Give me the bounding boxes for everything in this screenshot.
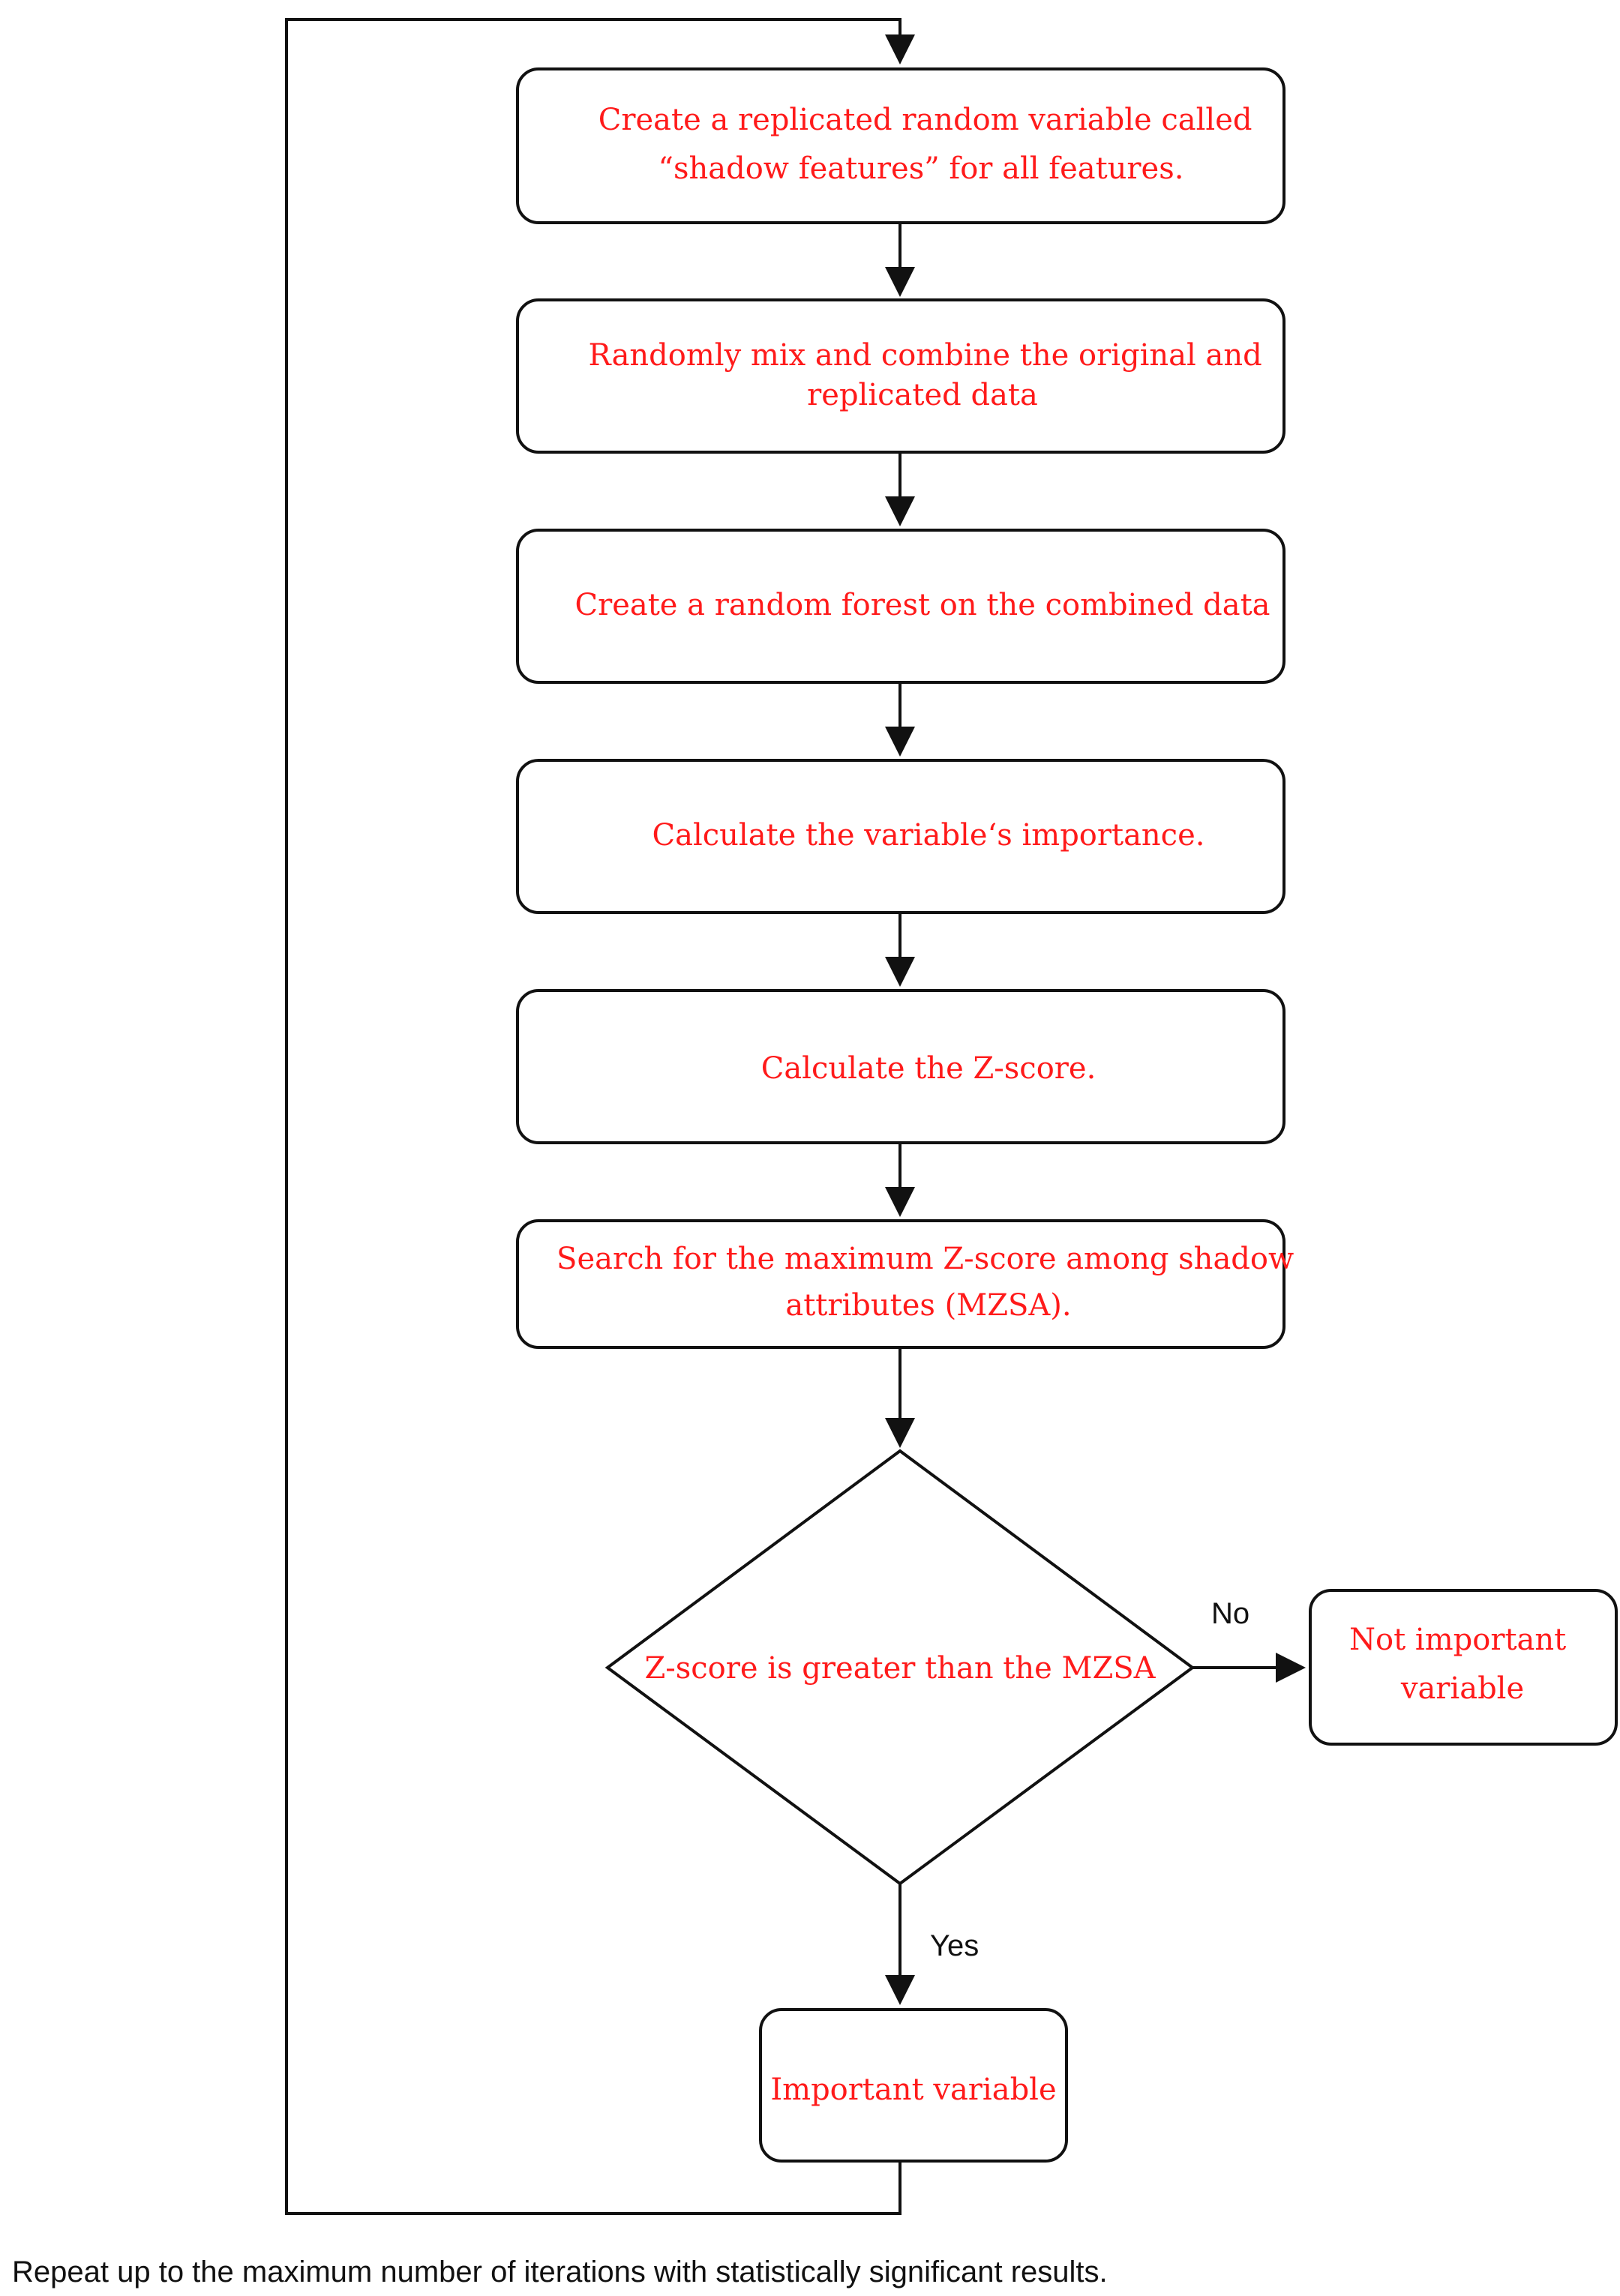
step-2-line-1: Randomly mix and combine the original an… xyxy=(589,338,1262,373)
no-label: No xyxy=(1211,1597,1250,1630)
step-1-line-1: Create a replicated random variable call… xyxy=(598,103,1252,137)
svg-text:Randomly mix and combine the o: Randomly mix and combine the original an… xyxy=(589,338,1272,412)
yes-label: Yes xyxy=(930,1929,979,1962)
loop-back-connector xyxy=(285,18,915,2215)
svg-text:Calculate the Z-score.: Calculate the Z-score. xyxy=(761,1051,1096,1086)
svg-text:Create a replicated random var: Create a replicated random variable call… xyxy=(598,103,1262,186)
footer-note: Repeat up to the maximum number of itera… xyxy=(12,2256,1108,2289)
step-box-3: Create a random forest on the combined d… xyxy=(516,529,1286,684)
step-box-4: Calculate the variable‘s importance. xyxy=(516,759,1286,914)
svg-text:Create a random forest on the: Create a random forest on the combined d… xyxy=(574,588,1270,622)
svg-text:Z-score is greater than the MZ: Z-score is greater than the MZSA xyxy=(644,1651,1156,1686)
important-line-1: Important variable xyxy=(770,2073,1056,2107)
step-box-6: Search for the maximum Z-score among sha… xyxy=(516,1219,1304,1349)
step-6-line-1: Search for the maximum Z-score among sha… xyxy=(556,1242,1294,1276)
decision-diamond: Z-score is greater than the MZSA xyxy=(604,1449,1196,1886)
not-important-line-1: Not important xyxy=(1349,1623,1566,1657)
svg-text:Important variable: Important variable xyxy=(770,2073,1056,2107)
step-box-2: Randomly mix and combine the original an… xyxy=(516,298,1286,454)
step-5-line-1: Calculate the Z-score. xyxy=(761,1051,1096,1086)
step-1-line-2: “shadow features” for all features. xyxy=(658,151,1184,186)
important-box: Important variable xyxy=(759,2008,1068,2163)
decision-text: Z-score is greater than the MZSA xyxy=(644,1651,1156,1686)
not-important-box: Not important variable xyxy=(1309,1589,1618,1746)
step-box-1: Create a replicated random variable call… xyxy=(516,67,1286,224)
step-2-line-2: replicated data xyxy=(807,378,1038,412)
step-3-line-1: Create a random forest on the combined d… xyxy=(574,588,1270,622)
step-box-5: Calculate the Z-score. xyxy=(516,989,1286,1144)
step-4-line-1: Calculate the variable‘s importance. xyxy=(652,818,1205,853)
step-6-line-2: attributes (MZSA). xyxy=(785,1288,1071,1323)
not-important-line-2: variable xyxy=(1400,1671,1524,1706)
svg-text:Search for the maximum Z-score: Search for the maximum Z-score among sha… xyxy=(556,1242,1304,1323)
svg-text:Not important variable: Not important variable xyxy=(1349,1623,1576,1706)
svg-text:Calculate the variable‘s impor: Calculate the variable‘s importance. xyxy=(652,818,1205,853)
